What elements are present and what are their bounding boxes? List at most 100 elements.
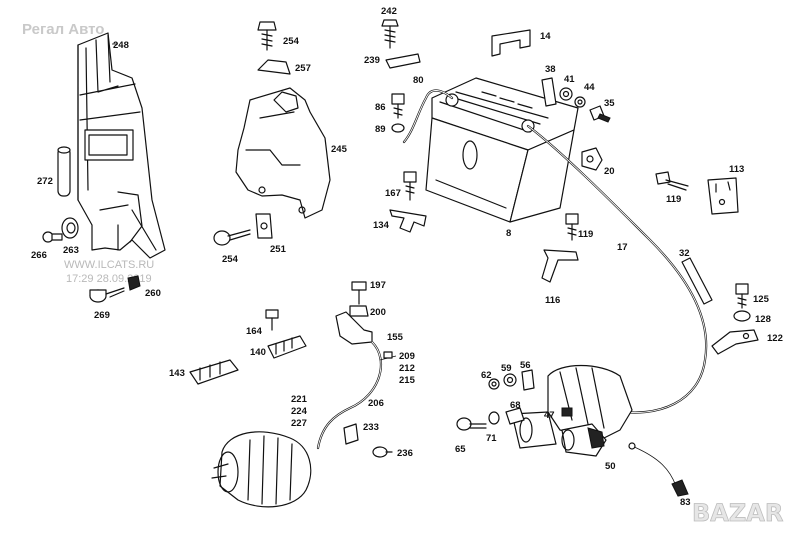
part-248-bracket bbox=[77, 32, 166, 259]
part-68-cap bbox=[505, 407, 525, 425]
label-263: 263 bbox=[63, 245, 79, 256]
label-239: 239 bbox=[364, 55, 380, 66]
label-56: 56 bbox=[520, 360, 531, 371]
label-251: 251 bbox=[270, 244, 287, 255]
part-233-clamp bbox=[343, 423, 359, 445]
label-140: 140 bbox=[250, 347, 266, 358]
label-14: 14 bbox=[540, 31, 551, 42]
label-50: 50 bbox=[605, 461, 616, 472]
label-68: 68 bbox=[510, 400, 521, 411]
part-239-strap bbox=[385, 53, 421, 69]
part-251-clip-nut bbox=[255, 213, 273, 239]
label-254-bottom: 254 bbox=[222, 254, 239, 265]
part-128-washer bbox=[733, 310, 751, 322]
wire-83 bbox=[631, 445, 677, 487]
part-272-rubber-sleeve bbox=[57, 146, 71, 197]
label-272: 272 bbox=[37, 176, 53, 187]
part-59-washer bbox=[503, 373, 517, 387]
part-62-nut bbox=[488, 378, 500, 390]
label-233: 233 bbox=[363, 422, 379, 433]
part-254-screw-bottom bbox=[213, 229, 251, 246]
label-266: 266 bbox=[31, 250, 47, 261]
label-44: 44 bbox=[584, 82, 595, 93]
label-119-right: 119 bbox=[666, 194, 681, 205]
label-242: 242 bbox=[381, 6, 397, 17]
part-140-cover bbox=[267, 335, 307, 359]
label-119-middle: 119 bbox=[578, 229, 593, 240]
part-257-clip bbox=[257, 59, 291, 75]
label-167: 167 bbox=[385, 188, 401, 199]
label-248: 248 bbox=[113, 40, 129, 51]
label-65: 65 bbox=[455, 444, 466, 455]
label-155: 155 bbox=[387, 332, 404, 343]
part-134-clamp bbox=[389, 209, 427, 233]
part-155-terminal-block bbox=[335, 311, 373, 345]
label-125: 125 bbox=[753, 294, 770, 305]
label-89: 89 bbox=[375, 124, 386, 135]
part-86-bolt bbox=[391, 93, 405, 119]
label-134: 134 bbox=[373, 220, 390, 231]
label-143: 143 bbox=[169, 368, 185, 379]
label-164: 164 bbox=[246, 326, 263, 337]
label-47: 47 bbox=[544, 410, 555, 421]
label-62: 62 bbox=[481, 370, 492, 381]
part-47-terminal bbox=[561, 407, 573, 417]
part-266-screw bbox=[42, 231, 63, 243]
label-212: 212 bbox=[399, 363, 415, 374]
label-86: 86 bbox=[375, 102, 386, 113]
label-38: 38 bbox=[545, 64, 556, 75]
part-38-terminal bbox=[541, 77, 557, 107]
part-242-screw bbox=[381, 19, 399, 49]
part-119-screw-middle bbox=[565, 213, 579, 241]
part-65-bolt bbox=[456, 417, 487, 431]
part-125-bolt bbox=[735, 283, 749, 309]
part-209-connector bbox=[383, 351, 393, 359]
part-269-bolt bbox=[89, 287, 125, 303]
label-122: 122 bbox=[767, 333, 783, 344]
label-17: 17 bbox=[617, 242, 628, 253]
label-236: 236 bbox=[397, 448, 413, 459]
label-209: 209 bbox=[399, 351, 415, 362]
part-236-screw bbox=[372, 446, 393, 458]
label-245: 245 bbox=[331, 144, 348, 155]
label-8: 8 bbox=[506, 228, 511, 239]
label-224: 224 bbox=[291, 406, 308, 417]
label-227: 227 bbox=[291, 418, 307, 429]
part-164-screw bbox=[265, 309, 279, 331]
label-221: 221 bbox=[291, 394, 308, 405]
label-269: 269 bbox=[94, 310, 110, 321]
label-113: 113 bbox=[729, 164, 744, 175]
label-197: 197 bbox=[370, 280, 386, 291]
label-83: 83 bbox=[680, 497, 691, 508]
label-71: 71 bbox=[486, 433, 497, 444]
part-113-bracket bbox=[707, 177, 739, 215]
part-116-bracket bbox=[541, 249, 579, 283]
label-32: 32 bbox=[679, 248, 690, 259]
label-20: 20 bbox=[604, 166, 615, 177]
label-128: 128 bbox=[755, 314, 771, 325]
label-206: 206 bbox=[368, 398, 384, 409]
part-122-bracket bbox=[711, 329, 759, 355]
label-257: 257 bbox=[295, 63, 311, 74]
part-119-screw-right bbox=[655, 171, 689, 191]
watermark-top-left: Регал Авто bbox=[22, 21, 104, 38]
part-35-bolt bbox=[589, 105, 611, 123]
part-32-sleeve bbox=[681, 257, 713, 305]
label-260: 260 bbox=[145, 288, 161, 299]
part-14-bracket bbox=[491, 29, 531, 57]
label-80: 80 bbox=[413, 75, 424, 86]
part-143-cover bbox=[189, 359, 239, 385]
part-44-nut bbox=[574, 96, 586, 108]
label-116: 116 bbox=[545, 295, 560, 306]
part-200-clip bbox=[349, 305, 369, 317]
part-245-cover bbox=[235, 87, 331, 219]
alternator bbox=[211, 431, 312, 508]
watermark-site: WWW.ILCATS.RU bbox=[64, 259, 154, 271]
part-254-screw-top bbox=[257, 21, 277, 51]
label-41: 41 bbox=[564, 74, 575, 85]
label-215: 215 bbox=[399, 375, 416, 386]
part-56-clip bbox=[521, 369, 535, 391]
part-197-screw bbox=[351, 281, 367, 305]
part-41-washer bbox=[559, 87, 573, 101]
